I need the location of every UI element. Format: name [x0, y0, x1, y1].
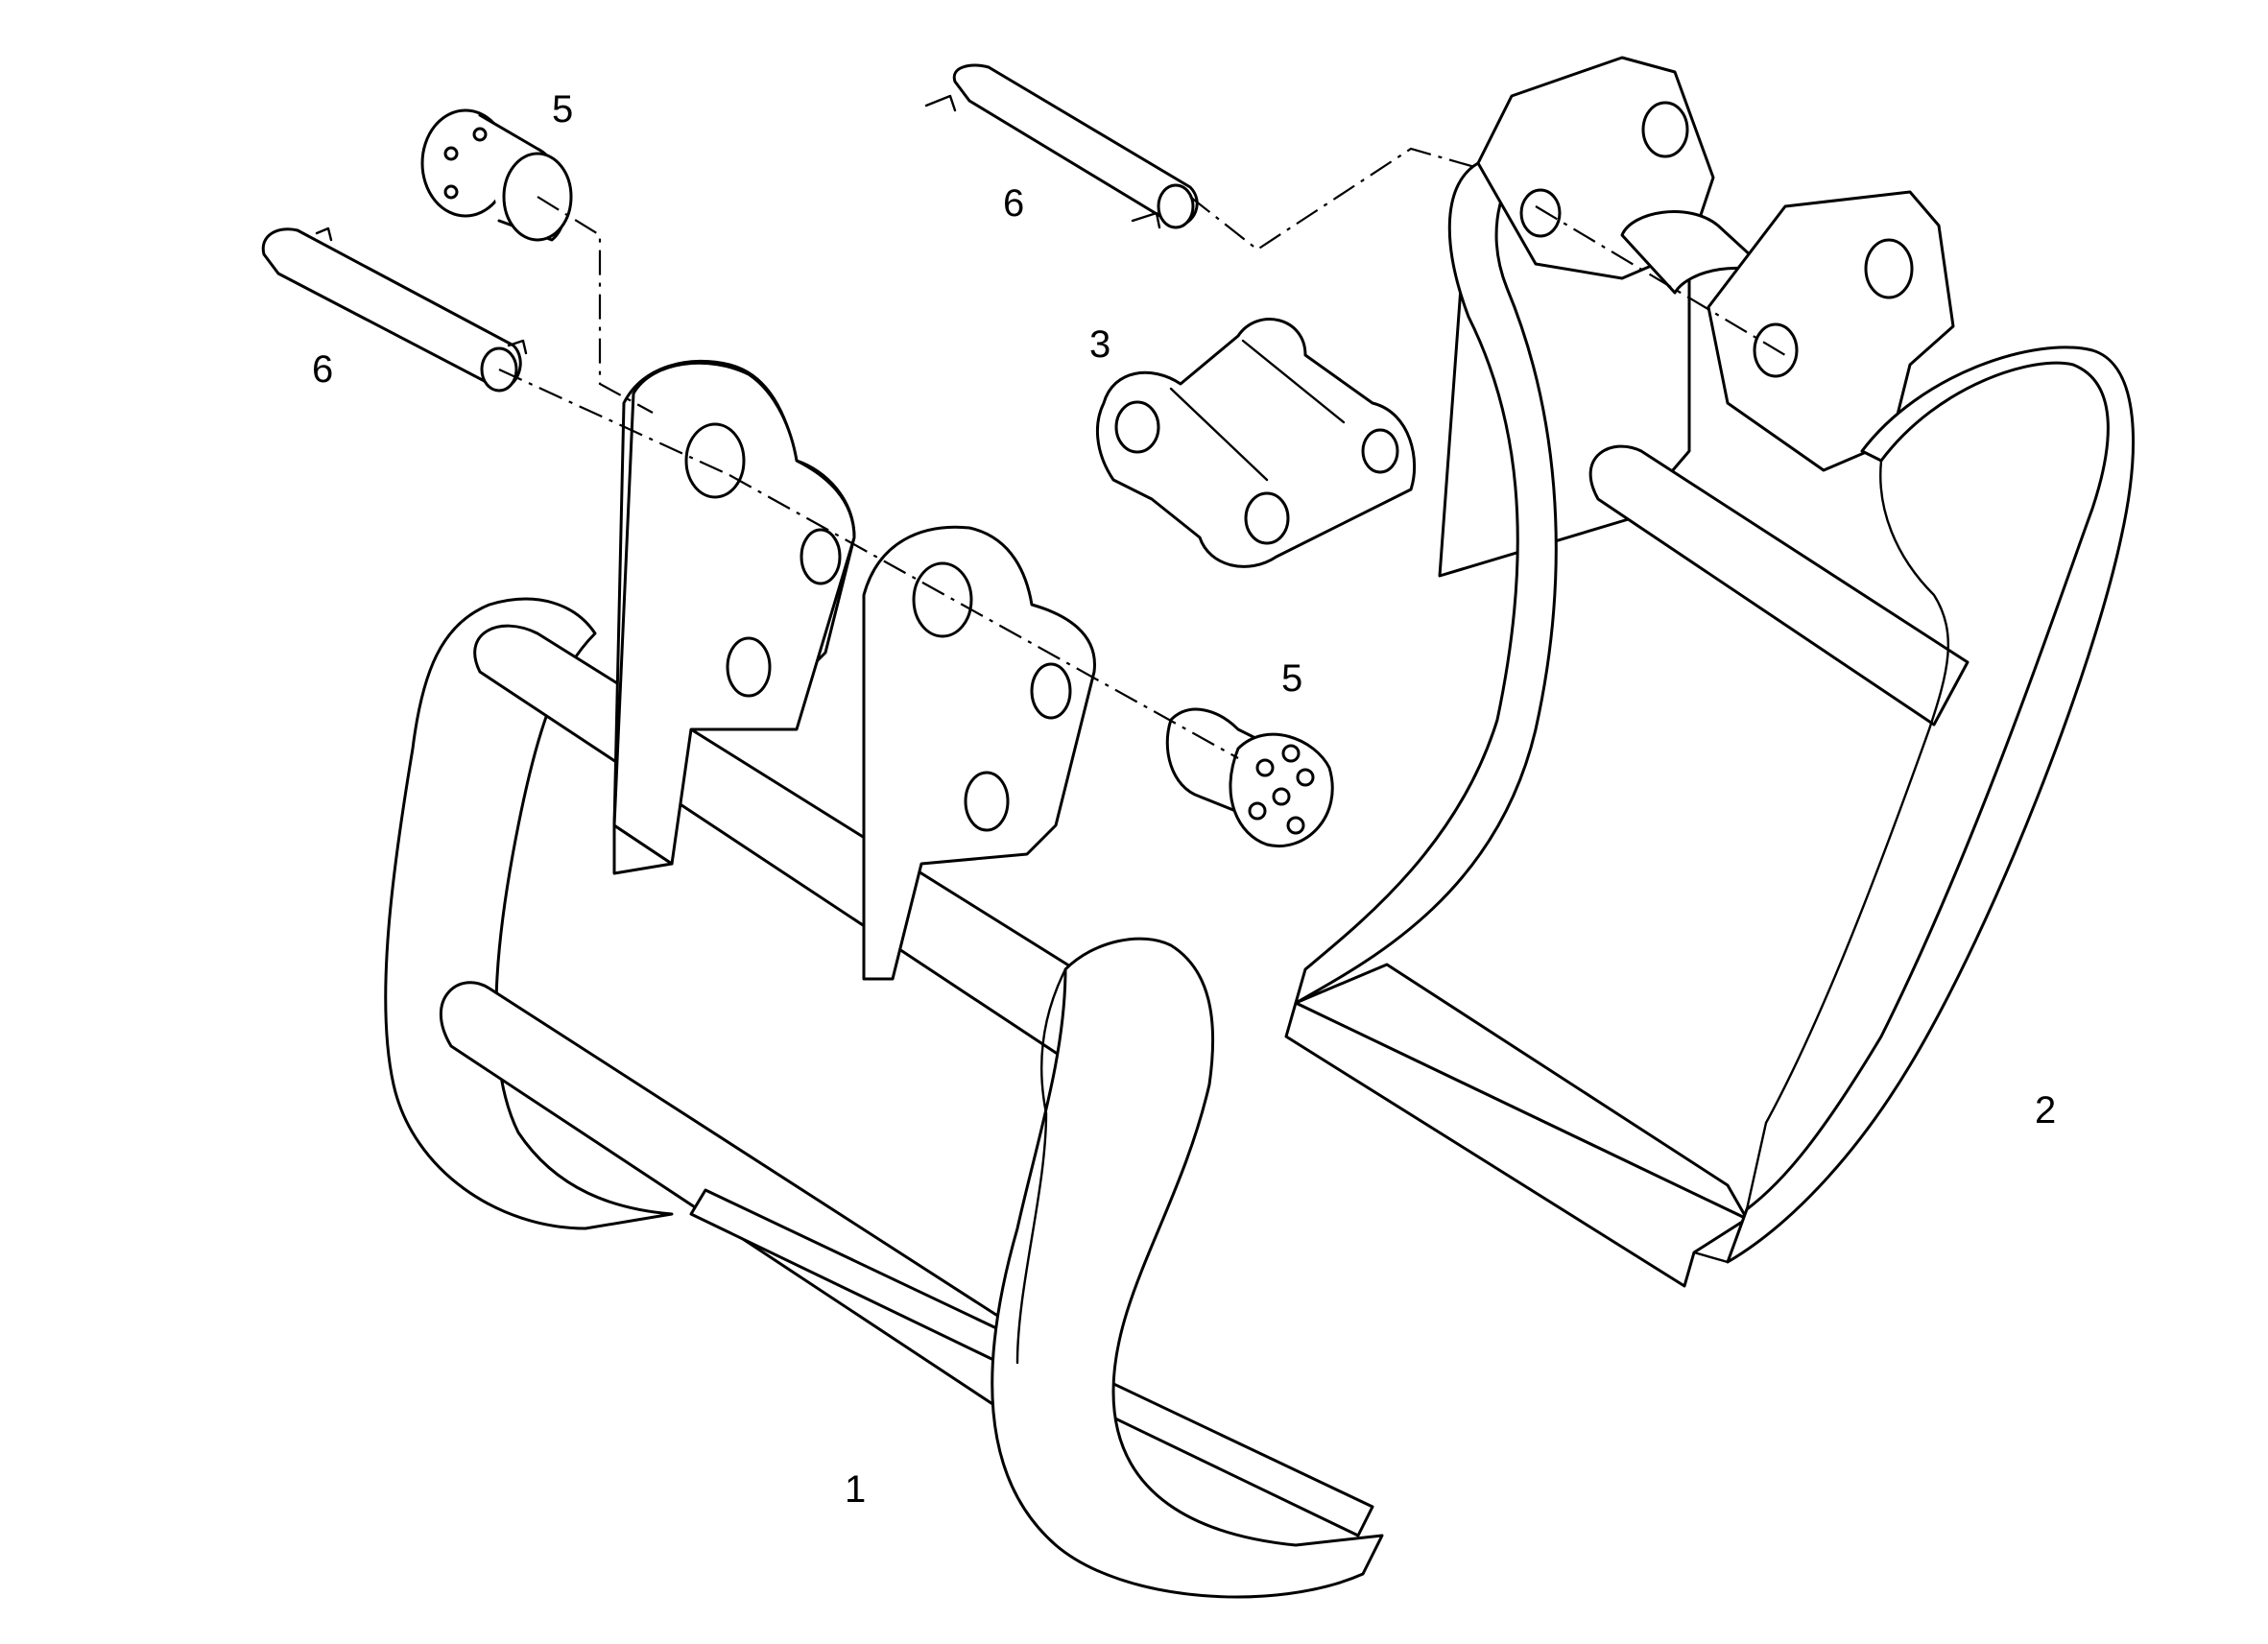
callout-6-top: 6 [1003, 182, 1024, 225]
part-1-bucket [384, 359, 1384, 1599]
part-6-rod-top [924, 63, 1199, 229]
callout-1: 1 [845, 1468, 866, 1511]
part-5-pin-top [420, 108, 573, 242]
callout-5-bottom: 5 [1281, 657, 1302, 700]
callout-5-top: 5 [552, 88, 573, 131]
callout-2: 2 [2035, 1089, 2056, 1132]
assembly-axis-lines [498, 147, 1786, 759]
part-3-link [1095, 318, 1417, 568]
callout-3: 3 [1089, 323, 1110, 366]
part-5-pin-bottom [1165, 707, 1334, 847]
part-6-rod-left [261, 226, 528, 393]
callout-6-left: 6 [312, 348, 333, 391]
part-2-bucket [1284, 56, 2135, 1288]
